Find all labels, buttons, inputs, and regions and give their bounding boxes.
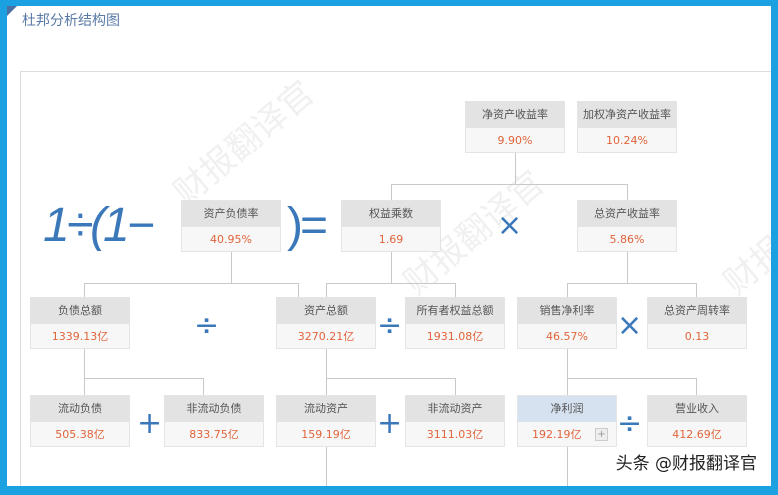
node-label: 所有者权益总额 (406, 298, 504, 324)
multiply-operator: × (497, 208, 523, 243)
node-value: 833.75亿 (189, 428, 239, 441)
divide-operator: ÷ (377, 308, 403, 343)
corner-mark (7, 6, 17, 16)
node-current-liabilities[interactable]: 流动负债 505.38亿 (30, 395, 130, 447)
node-value: 159.19亿 (301, 428, 351, 441)
dupont-panel: 杜邦分析结构图 财报翻译官 财报翻译官 财报翻译官 1÷(1− )= × ÷ ÷… (7, 6, 771, 486)
node-label: 销售净利率 (518, 298, 616, 324)
node-roa[interactable]: 总资产收益率 5.86% (577, 200, 677, 252)
node-value: 1.69 (378, 233, 404, 246)
node-equity[interactable]: 所有者权益总额 1931.08亿 (405, 297, 505, 349)
node-value: 3111.03亿 (426, 428, 484, 441)
node-value: 10.24% (606, 134, 648, 147)
node-weighted-roe[interactable]: 加权净资产收益率 10.24% (577, 101, 677, 153)
expand-button[interactable]: + (595, 428, 608, 441)
node-label: 资产总额 (277, 298, 375, 324)
divide-operator: ÷ (617, 406, 643, 441)
node-value: 40.95% (210, 233, 252, 246)
node-value: 505.38亿 (55, 428, 105, 441)
node-value: 1931.08亿 (426, 330, 484, 343)
node-equity-multiplier[interactable]: 权益乘数 1.69 (341, 200, 441, 252)
diagram-area (20, 71, 771, 486)
node-net-margin[interactable]: 销售净利率 46.57% (517, 297, 617, 349)
node-label: 净利润 (518, 396, 616, 422)
node-label: 流动负债 (31, 396, 129, 422)
plus-operator: + (137, 406, 163, 441)
node-label: 营业收入 (648, 396, 746, 422)
node-value: 192.19亿 (532, 428, 582, 441)
node-value: 412.69亿 (672, 428, 722, 441)
node-label: 总资产收益率 (578, 201, 676, 227)
node-asset-turnover[interactable]: 总资产周转率 0.13 (647, 297, 747, 349)
node-value: 0.13 (684, 330, 710, 343)
node-label: 资产负债率 (182, 201, 280, 227)
node-value: 46.57% (546, 330, 588, 343)
multiply-operator: × (617, 308, 643, 343)
source-credit: 头条 @财报翻译官 (615, 454, 757, 474)
node-total-assets[interactable]: 资产总额 3270.21亿 (276, 297, 376, 349)
node-label: 非流动负债 (165, 396, 263, 422)
node-label: 总资产周转率 (648, 298, 746, 324)
node-value: 3270.21亿 (297, 330, 355, 343)
node-total-liabilities[interactable]: 负债总额 1339.13亿 (30, 297, 130, 349)
formula-prefix: 1÷(1− (43, 199, 155, 252)
node-noncurrent-liabilities[interactable]: 非流动负债 833.75亿 (164, 395, 264, 447)
node-label: 权益乘数 (342, 201, 440, 227)
node-label: 流动资产 (277, 396, 375, 422)
node-value: 9.90% (497, 134, 533, 147)
node-label: 负债总额 (31, 298, 129, 324)
node-current-assets[interactable]: 流动资产 159.19亿 (276, 395, 376, 447)
node-noncurrent-assets[interactable]: 非流动资产 3111.03亿 (405, 395, 505, 447)
plus-operator: + (377, 406, 403, 441)
node-label: 加权净资产收益率 (578, 102, 676, 128)
divide-operator: ÷ (194, 308, 220, 343)
node-roe[interactable]: 净资产收益率 9.90% (465, 101, 565, 153)
node-label: 非流动资产 (406, 396, 504, 422)
panel-title: 杜邦分析结构图 (22, 13, 120, 29)
node-net-profit[interactable]: 净利润 192.19亿 + (517, 395, 617, 447)
node-revenue[interactable]: 营业收入 412.69亿 (647, 395, 747, 447)
node-debt-ratio[interactable]: 资产负债率 40.95% (181, 200, 281, 252)
node-label: 净资产收益率 (466, 102, 564, 128)
node-value: 5.86% (609, 233, 645, 246)
formula-suffix: )= (287, 199, 328, 252)
node-value: 1339.13亿 (51, 330, 109, 343)
